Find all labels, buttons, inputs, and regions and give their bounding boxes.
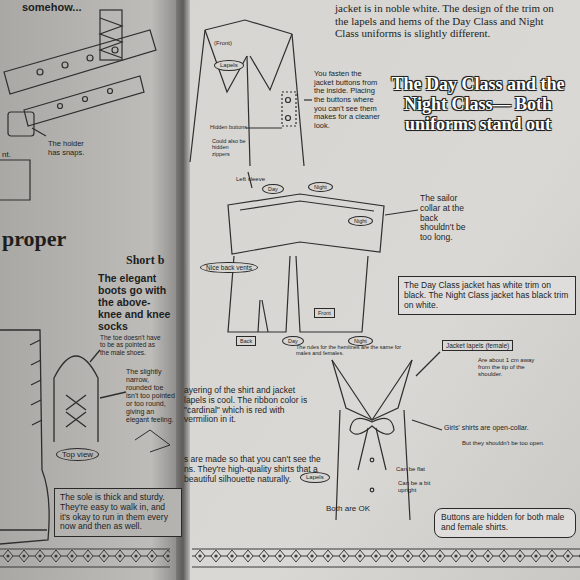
note: (Front) — [214, 40, 232, 47]
note: Can be flat — [396, 466, 425, 473]
node-text: Buttons are hidden for both male and fem… — [441, 513, 569, 533]
view-tag: Front — [314, 308, 335, 318]
note: The slightly narrow, rounded toe isn't t… — [126, 368, 176, 424]
note: Can be a bit upright — [398, 480, 438, 494]
note: Hidden buttons — [210, 124, 247, 130]
section-heading: The Day Class and the Night Class— Both … — [386, 74, 570, 134]
section-heading: proper — [2, 226, 66, 251]
node-text: Night — [354, 338, 367, 344]
part-tag: Lapels — [300, 472, 330, 483]
node-text: Jacket lapels (female) — [446, 342, 509, 349]
page-text: You fasten the jacket buttons from the i… — [314, 70, 380, 130]
note: But they shouldn't be too open. — [462, 440, 545, 447]
node-text: Front — [318, 310, 331, 316]
note: Girls' shirts are open-collar. — [444, 424, 529, 432]
node-text: Nice back vents — [206, 264, 252, 271]
node-text: Back — [240, 338, 252, 344]
node-text: Night — [354, 218, 367, 224]
note: Left sleeve — [236, 176, 266, 183]
node-text: Lapels — [220, 62, 238, 69]
node-text: Lapels — [306, 474, 324, 481]
page-text: somehow... — [22, 1, 82, 14]
note-box: The Day Class jacket has white trim on b… — [398, 276, 576, 315]
page-text: ayering of the shirt and jacket lapels i… — [184, 386, 314, 425]
node-text: The sole is thick and sturdy. They're ea… — [60, 493, 176, 532]
node-text: Night — [314, 184, 327, 190]
note: The toe doesn't have to be as pointed as… — [100, 334, 162, 356]
node-text: Day — [268, 186, 278, 192]
note-box: The sole is thick and sturdy. They're ea… — [54, 488, 182, 537]
note-box: Buttons are hidden for both male and fem… — [434, 508, 576, 538]
node-text: Top view — [62, 450, 93, 459]
node-text: The Day Class jacket has white trim on b… — [404, 281, 570, 310]
view-tag: Back — [236, 336, 256, 346]
note: The holder has snaps. — [48, 140, 98, 157]
note: Are about 1 cm away from the tip of the … — [478, 357, 548, 378]
part-tag: Jacket lapels (female) — [442, 340, 513, 351]
note: Both are OK — [326, 504, 370, 513]
note: nt. — [2, 150, 11, 159]
section-heading: Short b — [126, 254, 164, 268]
note: The rules for the hemlines are the same … — [296, 344, 406, 357]
node-text: Day — [288, 338, 298, 344]
page-text: jacket is in noble white. The design of … — [335, 2, 565, 40]
part-tag: Lapels — [214, 60, 244, 71]
note: The sailor collar at the back shouldn't … — [420, 194, 472, 243]
note: Could also be hidden zippers — [212, 138, 246, 157]
page-text: The elegant boots go with the above-knee… — [98, 272, 172, 332]
